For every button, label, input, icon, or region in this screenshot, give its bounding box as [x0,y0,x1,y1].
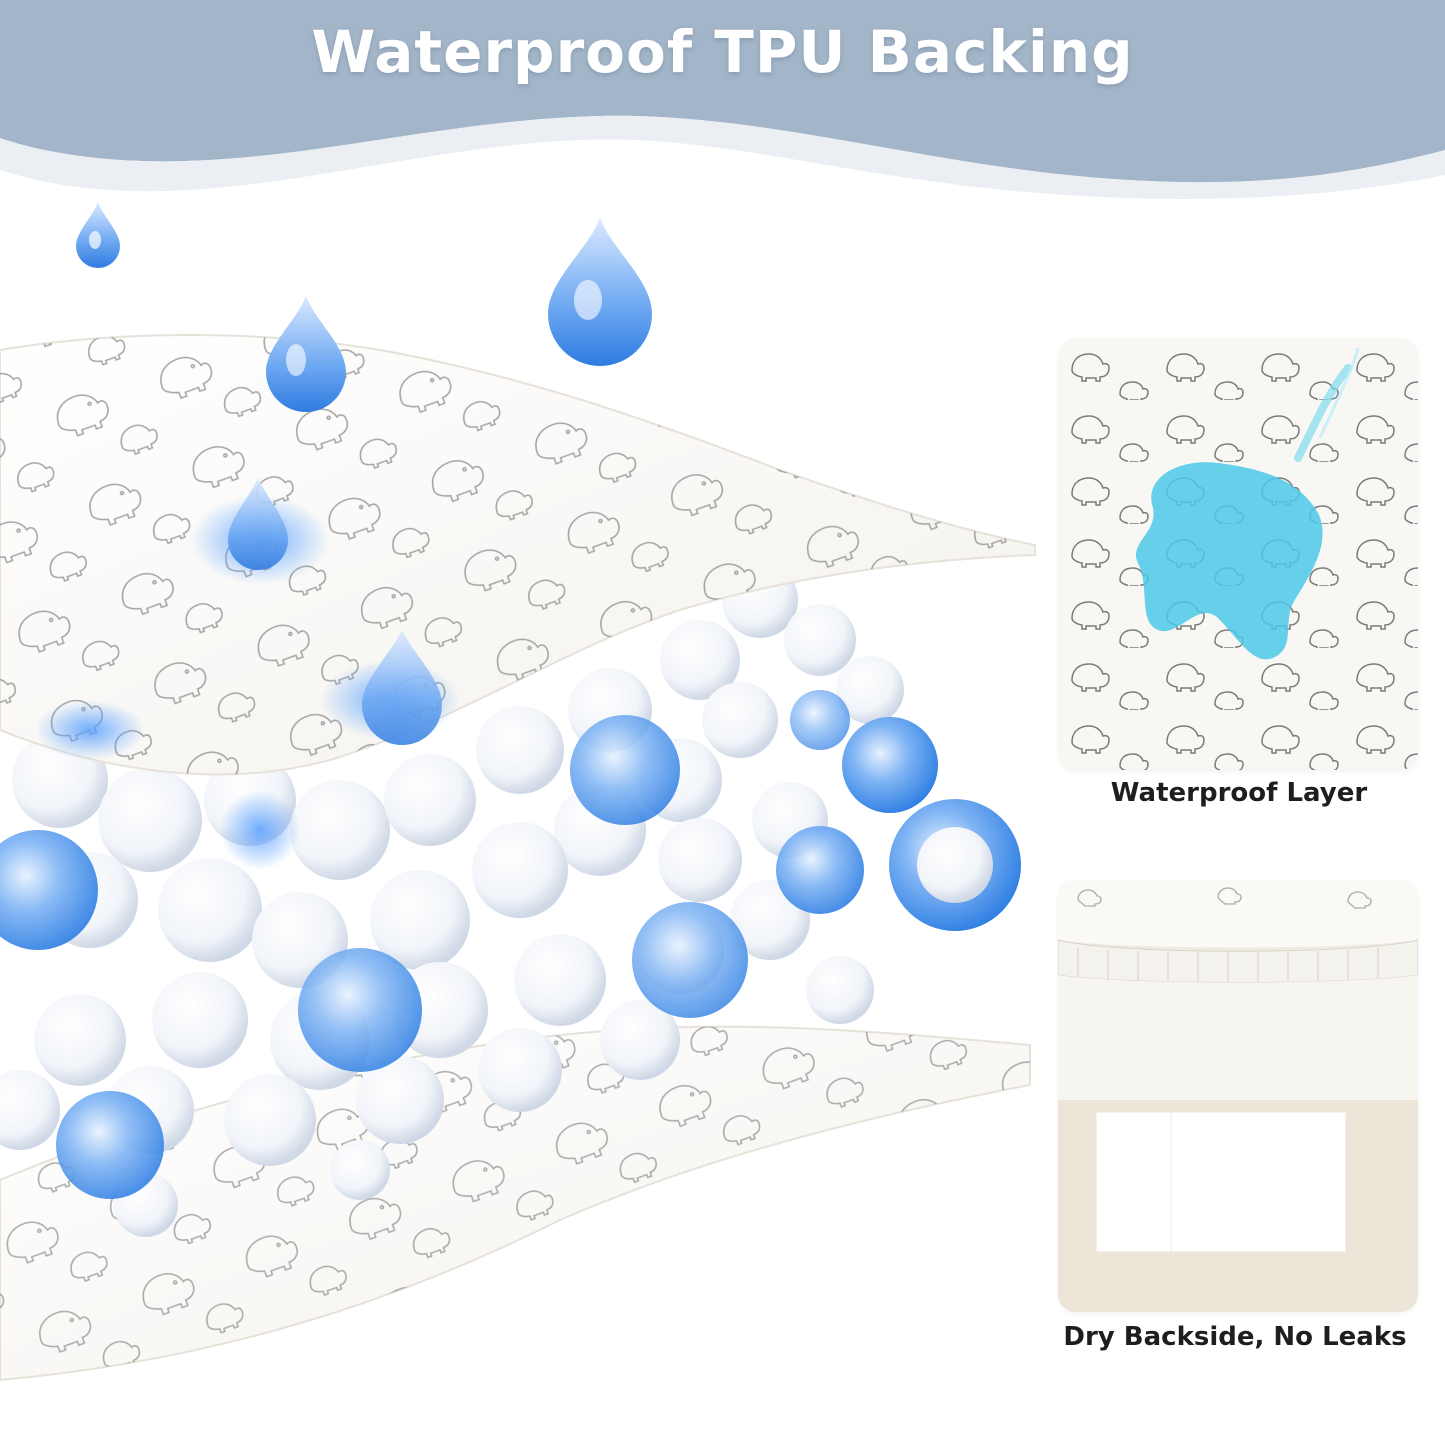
page-title: Waterproof TPU Backing [311,18,1134,86]
water-drop-icon [266,296,346,412]
water-drop-icon [228,478,288,570]
header-wave [0,0,1445,183]
dry-paper [1095,1111,1347,1253]
water-beads [0,690,1021,1199]
waterproof-layer-photo [1058,338,1418,770]
water-drop-icon [362,630,442,745]
dry-backside-caption: Dry Backside, No Leaks [1063,1322,1407,1352]
water-stain [1135,462,1323,660]
dry-backside-photo [1058,880,1418,1312]
header-banner [0,0,1445,199]
waterproof-layer-caption: Waterproof Layer [1110,778,1368,808]
layer-illustration [0,202,1036,1382]
